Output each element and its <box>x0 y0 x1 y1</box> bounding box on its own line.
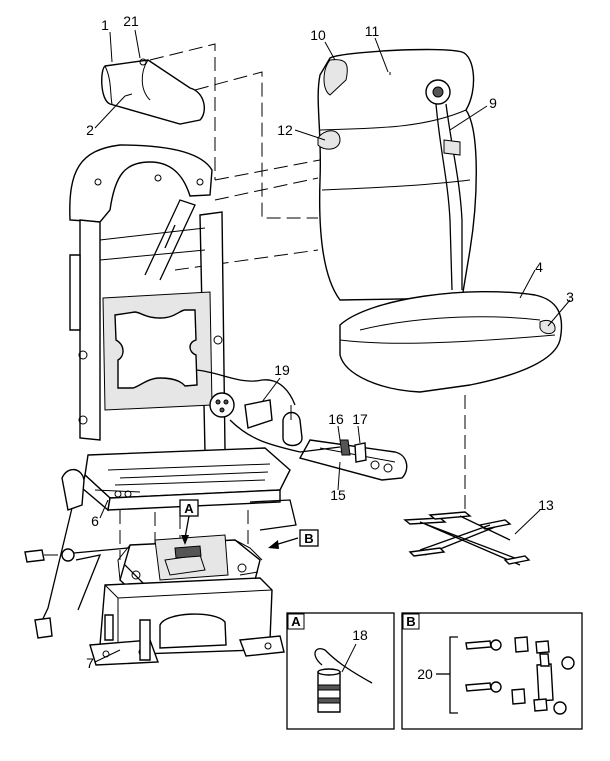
detail-marker-b-group: B <box>268 529 319 549</box>
callouts: 1 2 3 4 6 7 9 10 11 12 13 15 16 17 18 19… <box>86 13 574 682</box>
mounting-straps <box>403 511 531 566</box>
callout-12: 12 <box>277 122 293 138</box>
detail-marker-b: B <box>304 531 313 546</box>
callout-18: 18 <box>352 627 368 643</box>
callout-7: 7 <box>86 655 94 671</box>
callout-21: 21 <box>123 13 139 29</box>
base-pedestal <box>89 577 285 666</box>
callout-15: 15 <box>330 487 346 503</box>
callout-10: 10 <box>310 27 326 43</box>
detail-marker-a: A <box>184 501 194 516</box>
callout-17: 17 <box>352 411 368 427</box>
callout-2: 2 <box>86 122 94 138</box>
callout-20: 20 <box>417 666 433 682</box>
callout-19: 19 <box>274 362 290 378</box>
callout-9: 9 <box>489 95 497 111</box>
callout-6: 6 <box>91 513 99 529</box>
detail-marker-a-group: A <box>179 499 199 545</box>
callout-13: 13 <box>538 497 554 513</box>
detail-box-b: B <box>401 612 583 730</box>
detail-box-b-label: B <box>406 614 415 629</box>
armrest <box>101 58 206 125</box>
leader-lines <box>94 29 571 673</box>
callout-1: 1 <box>101 17 109 33</box>
detail-box-a-label: A <box>291 614 301 629</box>
callout-4: 4 <box>535 259 543 275</box>
backrest-cushion <box>317 48 477 301</box>
detail-box-a: A <box>286 612 395 730</box>
control-panel <box>298 439 408 481</box>
callout-11: 11 <box>365 23 380 39</box>
callout-3: 3 <box>566 289 574 305</box>
seat-cushion <box>339 290 563 393</box>
seat-back-frame <box>69 144 235 453</box>
callout-16: 16 <box>328 411 344 427</box>
adjust-lever <box>24 468 161 639</box>
